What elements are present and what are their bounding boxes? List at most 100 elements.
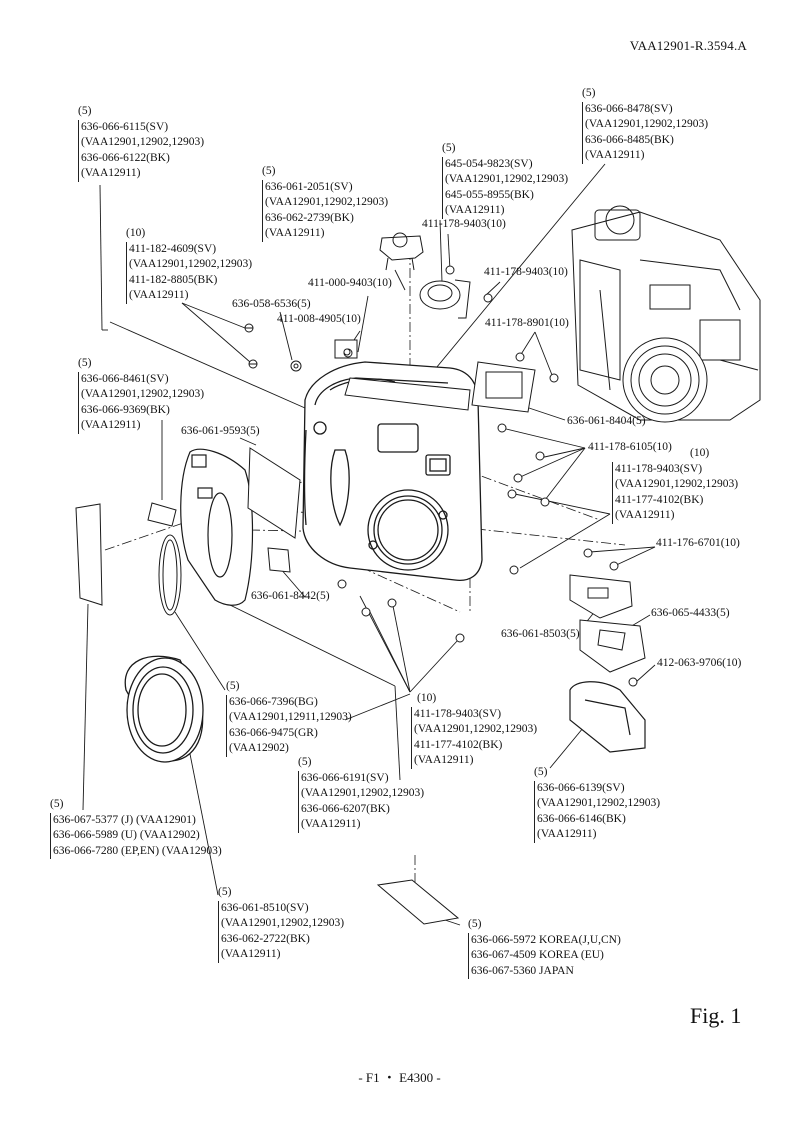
part-callout: (5) 636-066-6139(SV) (VAA12901,12902,129…: [534, 765, 660, 843]
part-label: 411-000-9403(10): [308, 277, 392, 289]
camera-body-front-cover: [302, 361, 483, 581]
screw-icon: [343, 348, 351, 356]
callout-quantity: (5): [534, 766, 548, 778]
part-label: 636-058-6536(5): [232, 298, 311, 310]
part-callout: (5) 636-066-8461(SV) (VAA12901,12902,129…: [78, 356, 204, 434]
part-label: 411-178-9403(10): [422, 218, 506, 230]
part-number: 636-061-2051(SV): [262, 179, 388, 196]
part-label: 411-178-6105(10): [588, 441, 672, 453]
model-note: (VAA12901,12902,12903): [78, 387, 204, 403]
callout-quantity: (5): [468, 918, 482, 930]
part-number: 636-066-6146(BK): [534, 811, 660, 828]
callout-quantity: (5): [298, 756, 312, 768]
part-number: 411-178-9403(SV): [411, 706, 537, 723]
part-number: 636-062-2722(BK): [218, 931, 344, 948]
model-note: (VAA12901,12902,12903): [582, 117, 708, 133]
callout-quantity: (5): [78, 357, 92, 369]
part-label: 636-061-9593(5): [181, 425, 260, 437]
part-number: 636-066-6115(SV): [78, 119, 204, 136]
model-note: (VAA12901,12902,12903): [442, 172, 568, 188]
callout-quantity: (5): [442, 142, 456, 154]
screw-icon: [509, 565, 519, 575]
part-number: 411-182-8805(BK): [126, 272, 252, 289]
grip-cover: [180, 448, 254, 606]
part-number: 636-066-7280 (EP,EN) (VAA12903): [50, 843, 222, 860]
strap-eyelet-plate: [471, 361, 536, 413]
battery-door-hinge: [569, 574, 633, 619]
lens-ring: [124, 655, 204, 763]
bottom-sheet: [376, 879, 460, 925]
screw-icon: [483, 293, 493, 303]
part-number: 636-066-5972 KOREA(J,U,CN): [468, 932, 621, 949]
part-number: 636-066-9475(GR): [226, 725, 352, 742]
screw-icon: [549, 373, 559, 383]
part-number: 636-066-8461(SV): [78, 371, 204, 388]
model-note: (VAA12911): [582, 148, 708, 164]
model-note: (VAA12901,12911,12903): [226, 710, 352, 726]
battery-door: [569, 681, 646, 753]
part-number: 636-062-2739(BK): [262, 210, 388, 227]
model-note: (VAA12901,12902,12903): [218, 916, 344, 932]
model-note: (VAA12911): [534, 827, 660, 843]
part-label: 411-178-9403(10): [484, 266, 568, 278]
top-bracket: [379, 232, 424, 271]
screw-icon: [515, 352, 525, 362]
model-note: (VAA12901,12902,12903): [411, 722, 537, 738]
model-note: (VAA12911): [411, 753, 537, 769]
part-number: 636-066-8485(BK): [582, 132, 708, 149]
model-note: (VAA12911): [612, 508, 738, 524]
part-callout: (5) 636-061-8510(SV) (VAA12901,12902,129…: [218, 885, 344, 963]
screw-icon: [507, 489, 517, 499]
part-number: 636-066-6139(SV): [534, 780, 660, 797]
callout-quantity: (5): [50, 798, 64, 810]
figure-label: Fig. 1: [690, 1003, 742, 1028]
part-number: 636-066-7396(BG): [226, 694, 352, 711]
screw-icon: [290, 360, 302, 372]
callout-quantity: (5): [218, 886, 232, 898]
name-plate: [75, 503, 103, 606]
screw-icon: [513, 473, 523, 483]
model-note: (VAA12911): [78, 166, 204, 182]
callout-quantity: (5): [226, 680, 240, 692]
bottom-plate: [579, 619, 646, 673]
part-number: 636-066-6122(BK): [78, 150, 204, 167]
screw-icon: [628, 677, 638, 687]
model-note: (VAA12901,12902,12903): [126, 257, 252, 273]
part-callout: (5) 636-066-5972 KOREA(J,U,CN) 636-067-4…: [468, 917, 621, 980]
model-note: (VAA12911): [298, 817, 424, 833]
part-label: 411-008-4905(10): [277, 313, 361, 325]
part-callout: (5) 636-061-2051(SV) (VAA12901,12902,129…: [262, 164, 388, 242]
model-note: (VAA12911): [442, 203, 568, 219]
part-label: 412-063-9706(10): [657, 657, 742, 669]
part-number: 636-066-6207(BK): [298, 801, 424, 818]
part-number: 411-177-4102(BK): [612, 492, 738, 509]
part-label: 636-061-8503(5): [501, 628, 580, 640]
model-note: (VAA12911): [126, 288, 252, 304]
part-label: 636-065-4433(5): [651, 607, 730, 619]
part-number: 636-066-5989 (U) (VAA12902): [50, 828, 222, 844]
grip-rubber: [158, 534, 182, 616]
part-callout: (5) 636-066-8478(SV) (VAA12901,12902,129…: [582, 86, 708, 164]
part-number: 645-055-8955(BK): [442, 187, 568, 204]
part-callout: (5) 636-067-5377 (J) (VAA12901) 636-066-…: [50, 797, 222, 860]
screw-icon: [337, 579, 347, 589]
screw-icon: [445, 265, 455, 275]
screws: [244, 265, 638, 687]
model-note: (VAA12901,12902,12903): [78, 135, 204, 151]
part-number: 411-182-4609(SV): [126, 241, 252, 258]
part-callout: (5) 645-054-9823(SV) (VAA12901,12902,129…: [442, 141, 568, 219]
part-number: 636-066-6191(SV): [298, 770, 424, 787]
top-strip: [344, 377, 471, 411]
model-note: (VAA12901,12902,12903): [262, 195, 388, 211]
screw-icon: [361, 607, 371, 617]
screw-icon: [535, 451, 545, 461]
screw-icon: [248, 359, 258, 369]
part-callout: (10) 411-182-4609(SV) (VAA12901,12902,12…: [126, 226, 252, 304]
page-footer: - F1 ・ E4300 -: [358, 1070, 441, 1085]
part-number: 636-066-9369(BK): [78, 402, 204, 419]
part-number: 645-054-9823(SV): [442, 156, 568, 173]
screw-icon: [609, 561, 619, 571]
screw-icon: [387, 598, 397, 608]
